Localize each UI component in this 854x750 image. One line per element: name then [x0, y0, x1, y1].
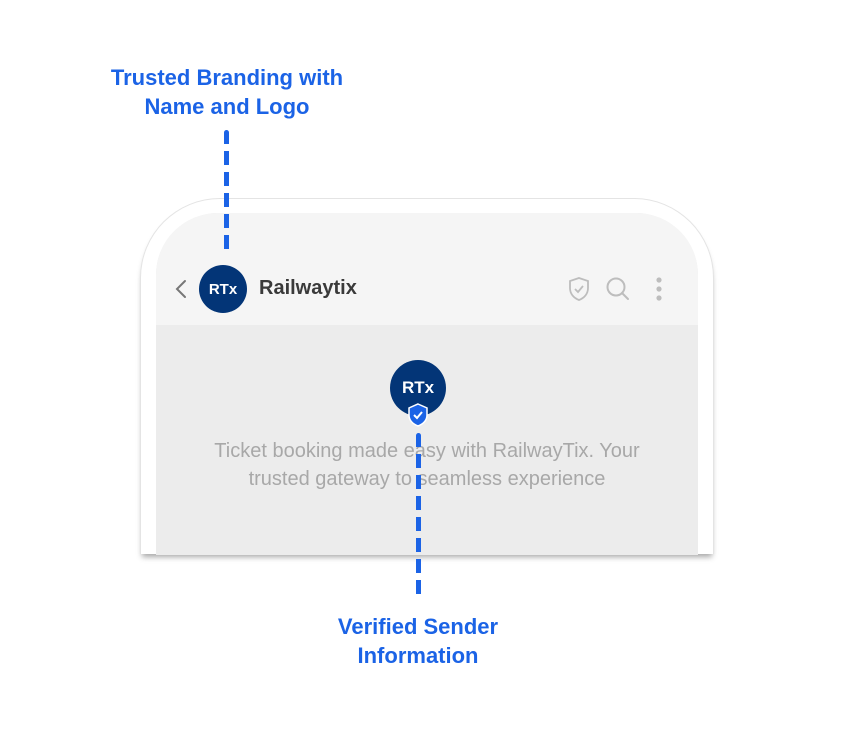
- annotation-connector-top: [224, 130, 229, 256]
- description-line: trusted gateway to seamless experience: [248, 468, 606, 490]
- verified-badge-icon: [408, 403, 428, 427]
- more-vertical-icon[interactable]: [655, 277, 663, 301]
- annotation-line: Information: [357, 643, 479, 668]
- annotation-connector-bottom: [416, 433, 421, 601]
- annotation-line: Verified Sender: [337, 614, 499, 639]
- phone-frame: RTx Railwaytix RTx Ticket booking made e…: [140, 198, 714, 555]
- profile-description: Ticket booking made easy with RailwayTix…: [156, 437, 698, 493]
- phone-screen: RTx Railwaytix RTx Ticket booking made e…: [156, 213, 698, 555]
- annotation-verified-sender: Verified Sender Information: [258, 612, 578, 670]
- annotation-line: Trusted Branding with: [110, 65, 344, 90]
- back-icon[interactable]: [174, 278, 188, 300]
- avatar-text: RTx: [208, 280, 238, 298]
- description-line: Ticket booking made easy with RailwayTix…: [214, 440, 640, 462]
- chat-header: RTx Railwaytix: [156, 213, 698, 325]
- annotation-line: Name and Logo: [144, 94, 310, 119]
- avatar-text: RTx: [401, 378, 435, 397]
- sender-name: Railwaytix: [259, 277, 357, 299]
- shield-check-icon[interactable]: [568, 276, 590, 302]
- brand-avatar[interactable]: RTx: [199, 265, 247, 313]
- search-icon[interactable]: [605, 276, 631, 302]
- annotation-trusted-branding: Trusted Branding with Name and Logo: [67, 63, 387, 121]
